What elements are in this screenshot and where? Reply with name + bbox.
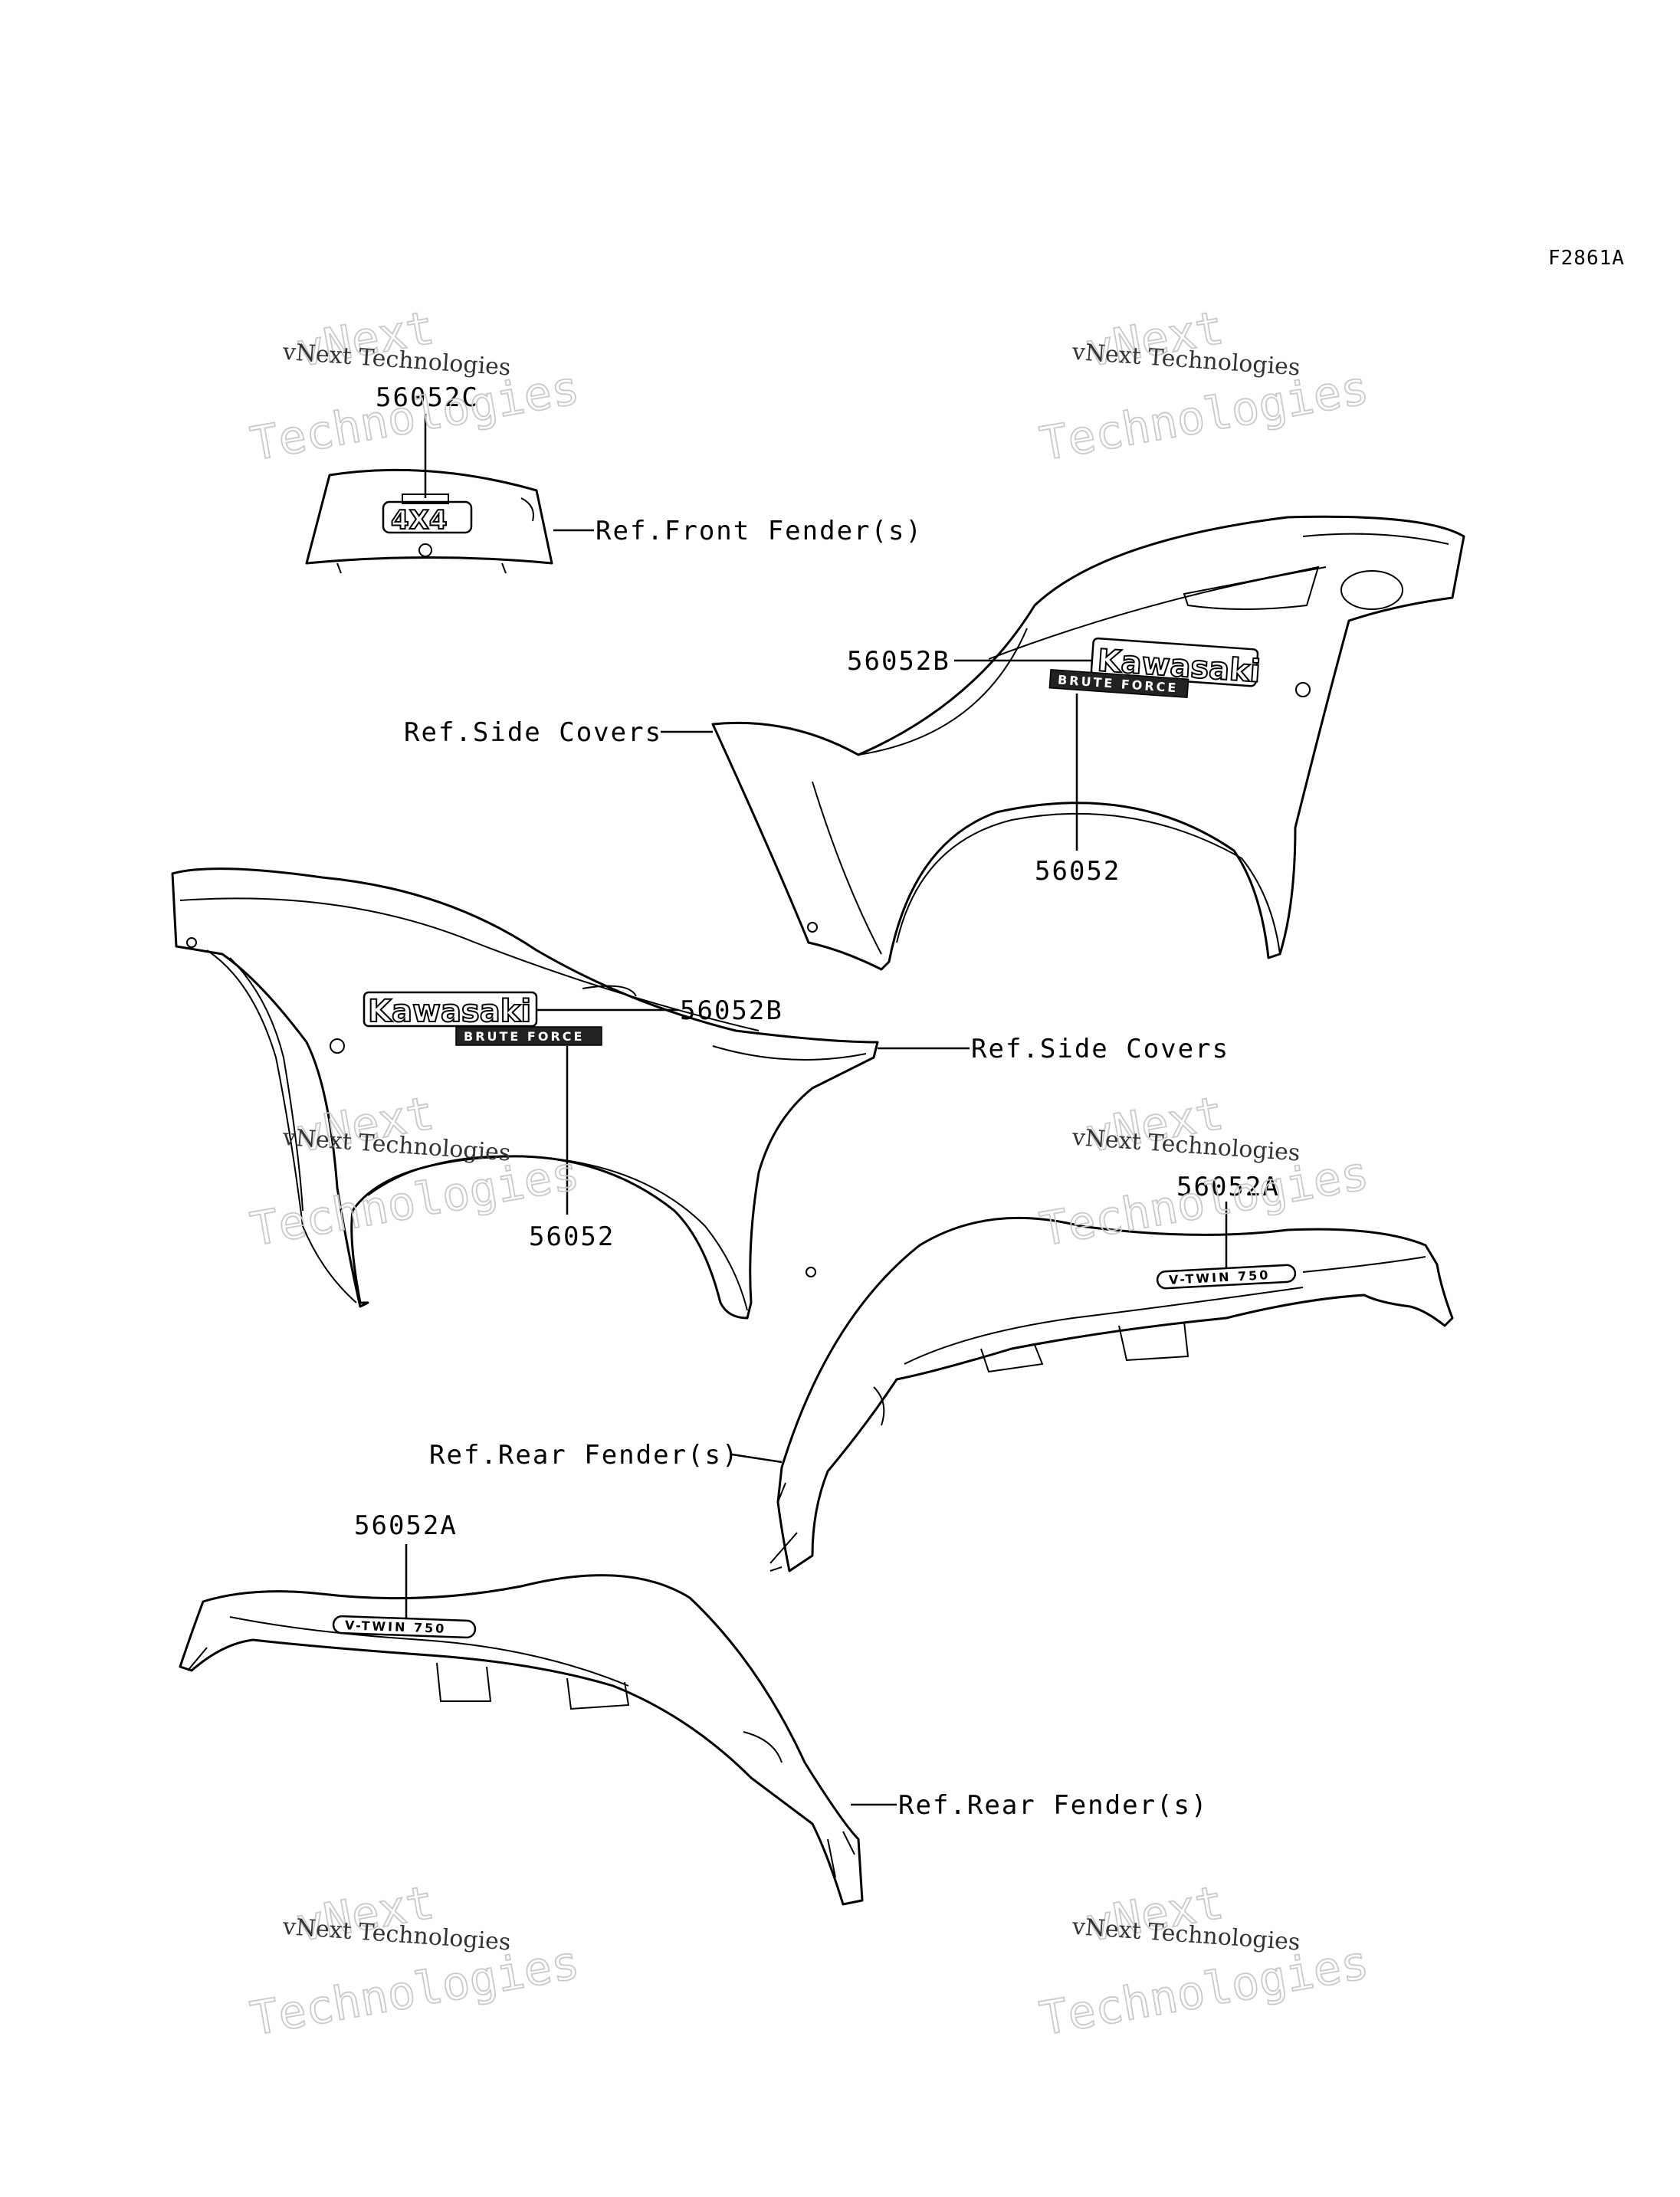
svg-text:Technologies: Technologies — [247, 361, 583, 471]
watermark-top-right: vNext Technologies — [1035, 300, 1373, 472]
callout-56052-left: 56052 — [529, 1221, 615, 1252]
svg-text:4X4: 4X4 — [391, 505, 448, 536]
decal-56052A-right: V-TWIN 750 — [1156, 1264, 1297, 1290]
front-fender-part: 4X4 — [305, 468, 553, 574]
callout-ref-rear-fender-left: Ref.Rear Fender(s) — [898, 1790, 1208, 1821]
watermark-bottom-right: vNext Technologies — [1035, 1875, 1373, 2047]
callout-ref-side-covers-top: Ref.Side Covers — [404, 717, 662, 748]
figure-id: F2861A — [1548, 247, 1625, 270]
side-cover-left-part: Kawasaki BRUTE FORCE — [171, 867, 879, 1320]
watermark-bottom-left: vNext Technologies — [246, 1875, 584, 2047]
callout-56052A-right: 56052A — [1176, 1172, 1280, 1202]
svg-text:V-TWIN 750: V-TWIN 750 — [345, 1618, 447, 1636]
side-cover-right-part: Kawasaki BRUTE FORCE — [711, 515, 1465, 971]
callout-ref-side-covers-left: Ref.Side Covers — [971, 1034, 1229, 1064]
svg-text:Kawasaki: Kawasaki — [368, 994, 531, 1029]
callout-56052B-top: 56052B — [847, 646, 950, 677]
decal-56052-left: BRUTE FORCE — [455, 1026, 602, 1046]
callout-ref-front-fender: Ref.Front Fender(s) — [596, 516, 923, 546]
rear-fender-right-part: V-TWIN 750 — [769, 1216, 1454, 1572]
svg-text:Technologies: Technologies — [1036, 361, 1373, 471]
decal-56052B-left: Kawasaki — [363, 991, 538, 1030]
watermark-top-left: vNext Technologies — [246, 300, 584, 472]
callout-56052C: 56052C — [376, 382, 479, 413]
svg-text:Technologies: Technologies — [247, 1936, 583, 2046]
callout-56052A-left: 56052A — [354, 1510, 458, 1541]
svg-text:BRUTE FORCE: BRUTE FORCE — [464, 1029, 584, 1044]
decal-56052A-left: V-TWIN 750 — [332, 1615, 477, 1639]
callout-56052B-left: 56052B — [680, 995, 783, 1026]
decal-56052C: 4X4 — [382, 494, 473, 536]
watermark-mid-right: vNext Technologies — [1035, 1086, 1373, 1258]
rear-fender-left-part: V-TWIN 750 — [179, 1574, 864, 1906]
svg-text:Technologies: Technologies — [1036, 1936, 1373, 2046]
callout-ref-rear-fender-right: Ref.Rear Fender(s) — [429, 1440, 739, 1471]
callout-56052-top: 56052 — [1035, 856, 1121, 887]
